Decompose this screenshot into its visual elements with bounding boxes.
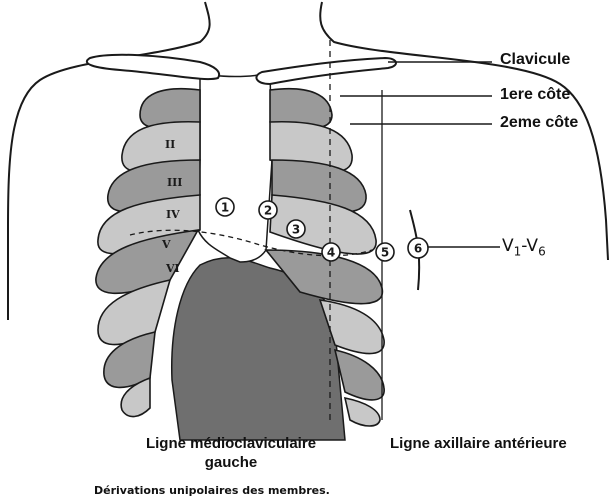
rib-numeral-II: II bbox=[165, 138, 175, 151]
rib-numeral-III: III bbox=[167, 176, 182, 189]
label-ligne-medioclaviculaire: Ligne médioclaviculaire gauche bbox=[118, 434, 344, 472]
label-1ere-cote: 1ere côte bbox=[500, 86, 570, 104]
rib-numeral-IV: IV bbox=[166, 208, 180, 221]
lead-number-3: 3 bbox=[292, 223, 300, 237]
lead-3: 3 bbox=[287, 220, 305, 238]
v-sub-6: 6 bbox=[538, 244, 546, 258]
lead-1: 1 bbox=[216, 198, 234, 216]
lead-number-5: 5 bbox=[381, 246, 389, 260]
caption: Dérivations unipolaires des membres. bbox=[94, 484, 330, 497]
label-2eme-cote: 2eme côte bbox=[500, 114, 578, 132]
label-clavicule: Clavicule bbox=[500, 51, 570, 69]
lead-2: 2 bbox=[259, 201, 277, 219]
lead-number-1: 1 bbox=[221, 201, 229, 215]
clavicle-left bbox=[87, 55, 219, 79]
rib-numeral-VI: VI bbox=[165, 262, 180, 275]
lead-5: 5 bbox=[376, 243, 394, 261]
label-medio-line2: gauche bbox=[118, 453, 344, 472]
lead-number-6: 6 bbox=[414, 242, 422, 256]
label-v1-v6: V1-V6 bbox=[502, 236, 546, 258]
lead-number-2: 2 bbox=[264, 204, 272, 218]
v-main: V bbox=[502, 236, 514, 256]
v-dash: -V bbox=[521, 236, 538, 256]
clavicle-right bbox=[256, 58, 396, 84]
label-ligne-axillaire: Ligne axillaire antérieure bbox=[390, 434, 567, 453]
rib-numeral-V: V bbox=[161, 238, 171, 251]
lead-number-4: 4 bbox=[327, 246, 335, 260]
sternum bbox=[198, 72, 272, 262]
label-medio-line1: Ligne médioclaviculaire bbox=[118, 434, 344, 453]
lead-4: 4 bbox=[322, 243, 340, 261]
lead-6: 6 bbox=[408, 238, 428, 258]
